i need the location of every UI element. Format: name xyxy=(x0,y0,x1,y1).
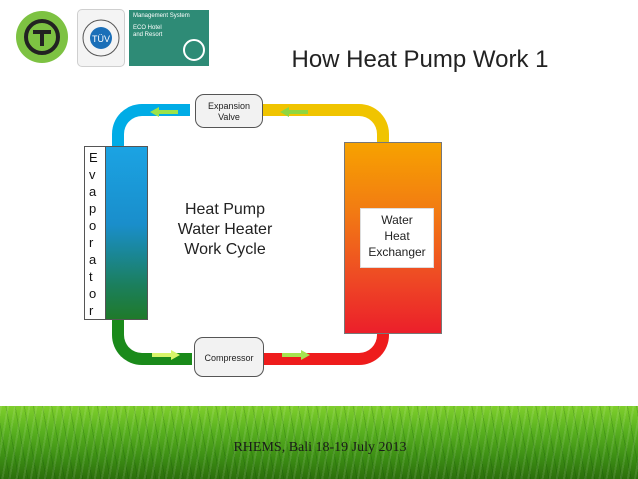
cycle-label-line: Heat Pump xyxy=(184,201,266,218)
cycle-label-line: Work Cycle xyxy=(184,241,266,258)
evaporator-letter: v xyxy=(89,167,96,182)
flow-arrow-left-icon xyxy=(280,107,308,117)
tuv-certification-badge: TÜV xyxy=(77,9,125,67)
footer-text: RHEMS, Bali 18-19 July 2013 xyxy=(233,440,407,455)
evaporator-letter: a xyxy=(89,252,97,267)
flow-arrow-right-icon xyxy=(152,350,180,360)
company-logo xyxy=(16,11,68,63)
expansion-valve-label: Expansion xyxy=(207,101,251,111)
flow-arrow-left-icon xyxy=(150,107,178,117)
cycle-label-line: Water Heater xyxy=(177,221,273,238)
expansion-valve: Expansion Valve xyxy=(195,94,263,128)
evaporator-letter: o xyxy=(89,218,97,233)
page-title: How Heat Pump Work 1 xyxy=(291,46,549,73)
evaporator-letter: t xyxy=(89,269,93,284)
grass-banner xyxy=(0,406,638,479)
evaporator-letter: E xyxy=(89,150,98,165)
evaporator-label: E v a p o r a t o r xyxy=(84,146,106,320)
evaporator-letter: o xyxy=(89,286,97,301)
cycle-label: Heat Pump Water Heater Work Cycle xyxy=(170,200,280,260)
evaporator-letter: r xyxy=(89,303,94,318)
expansion-valve-label: Valve xyxy=(218,112,240,122)
flow-arrow-right-icon xyxy=(282,350,310,360)
eco-badge-line3: and Resort xyxy=(133,32,163,38)
eco-hotel-badge: Management System ECO Hotel and Resort xyxy=(129,10,209,66)
evaporator-letter: p xyxy=(89,201,97,216)
evaporator-letter: r xyxy=(89,235,94,250)
exchanger-label: Water Heat Exchanger xyxy=(360,208,434,268)
exchanger-label-line: Exchanger xyxy=(368,245,426,259)
tuv-seal-icon: TÜV xyxy=(82,19,120,57)
eco-badge-line1: Management System xyxy=(133,13,190,19)
eco-badge-line2: ECO Hotel xyxy=(133,25,162,31)
svg-text:TÜV: TÜV xyxy=(92,34,110,44)
leaf-icon xyxy=(183,39,205,61)
compressor: Compressor xyxy=(194,337,264,377)
exchanger-label-line: Water xyxy=(381,213,413,227)
evaporator-letter: a xyxy=(89,184,97,199)
exchanger-label-line: Heat xyxy=(384,229,410,243)
